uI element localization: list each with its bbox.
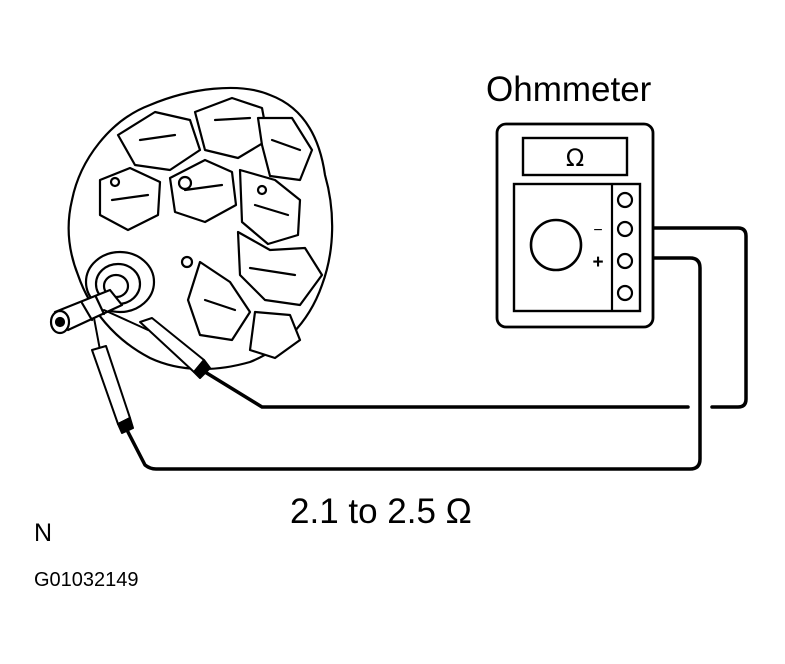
terminal-4 — [616, 284, 634, 302]
minus-sign: − — [593, 222, 602, 239]
display-symbol: Ω — [566, 144, 584, 172]
plus-sign: + — [592, 252, 603, 273]
negative-lead-wire-return — [624, 226, 748, 409]
negative-lead-wire — [203, 370, 690, 409]
meter-dial-icon — [529, 218, 583, 272]
ohmmeter-device: Ω − + — [495, 122, 655, 329]
ohmmeter-title: Ohmmeter — [486, 70, 652, 109]
ohmmeter-display — [521, 136, 629, 177]
figure-code: G01032149 — [34, 569, 139, 591]
test-leads — [126, 226, 748, 471]
terminal-minus — [616, 220, 634, 238]
positive-lead-wire — [126, 256, 702, 471]
view-letter: N — [34, 519, 53, 547]
resistance-spec: 2.1 to 2.5 Ω — [290, 492, 472, 531]
terminal-plus — [616, 252, 634, 270]
alternator-rotor-icon — [49, 86, 334, 371]
test-probe-icon — [91, 309, 211, 434]
terminal-1 — [616, 191, 634, 209]
